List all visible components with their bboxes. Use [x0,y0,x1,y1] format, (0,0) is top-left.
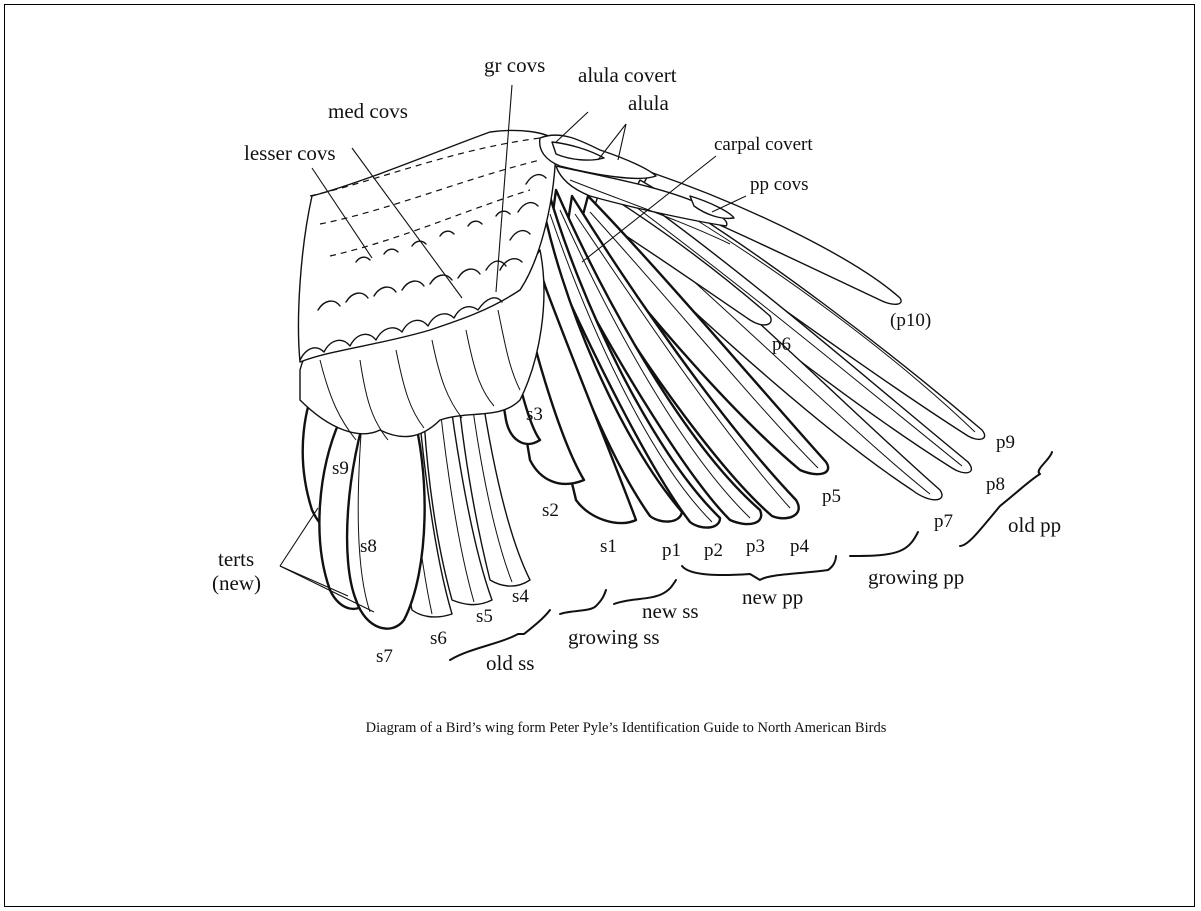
label-p4: p4 [790,536,810,557]
label-growing-ss: growing ss [568,625,660,649]
label-s5: s5 [476,606,493,627]
label-s8: s8 [360,536,377,557]
label-p3: p3 [746,536,765,557]
label-growing-pp: growing pp [868,565,964,589]
label-old-ss: old ss [486,651,534,675]
label-s9: s9 [332,458,349,479]
label-p7: p7 [934,511,953,532]
label-s3: s3 [526,404,543,425]
label-pp-covs: pp covs [750,174,809,195]
label-p2: p2 [704,540,723,561]
label-p10: (p10) [890,310,931,331]
label-p6: p6 [772,334,791,355]
label-terts-new: (new) [212,571,261,595]
label-p8: p8 [986,474,1005,495]
label-s6: s6 [430,628,447,649]
label-s7: s7 [376,646,393,667]
label-s4: s4 [512,586,529,607]
figure-caption: Diagram of a Bird’s wing form Peter Pyle… [366,720,887,736]
label-gr-covs: gr covs [484,53,545,77]
label-alula-covert: alula covert [578,63,677,87]
label-p5: p5 [822,486,841,507]
label-med-covs: med covs [328,99,408,123]
label-carpal-covert: carpal covert [714,134,813,155]
label-new-pp: new pp [742,585,803,609]
label-s2: s2 [542,500,559,521]
label-p9: p9 [996,432,1015,453]
label-lesser-covs: lesser covs [244,141,336,165]
label-p1: p1 [662,540,681,561]
label-new-ss: new ss [642,599,699,623]
brace-growing-pp [850,532,918,556]
label-terts: terts [218,547,254,571]
brace-growing-ss [560,590,606,614]
label-old-pp: old pp [1008,513,1061,537]
label-alula: alula [628,91,669,115]
label-s1: s1 [600,536,617,557]
